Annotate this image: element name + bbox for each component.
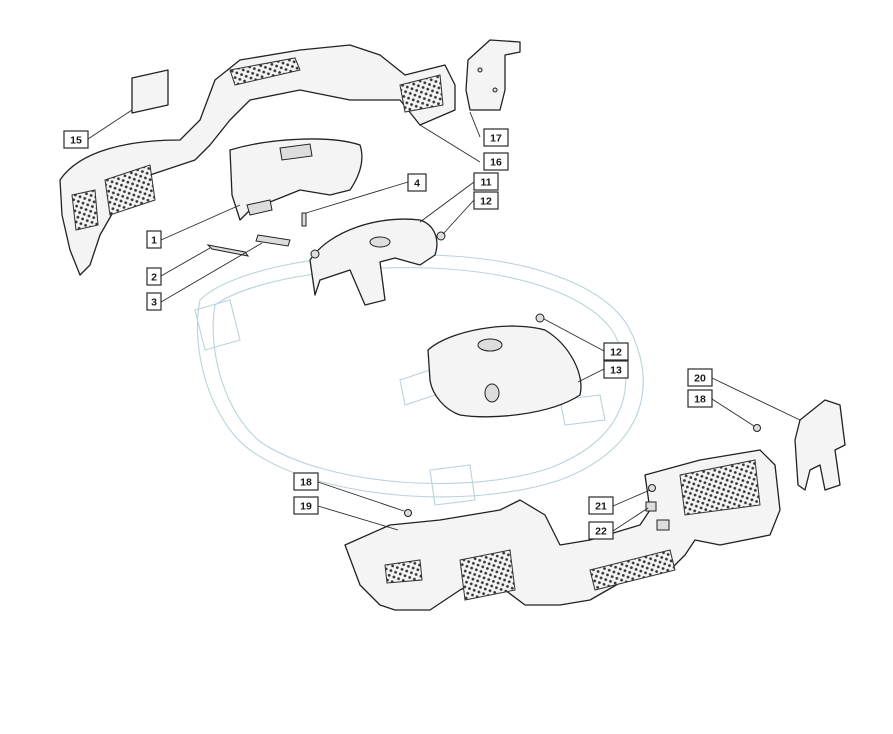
callout-21: 21	[588, 496, 614, 515]
svg-text:12: 12	[610, 347, 622, 359]
svg-text:20: 20	[694, 373, 706, 385]
callout-18-right: 18	[687, 389, 713, 408]
callout-17: 17	[483, 128, 509, 147]
leader-lines	[87, 109, 801, 532]
callout-labels: 1 2 3 4 11 12 12 13 15 16 17 18 18 19 20…	[63, 128, 713, 540]
callout-22: 22	[588, 521, 614, 540]
svg-text:21: 21	[595, 501, 607, 513]
hinge-rod-part	[206, 244, 250, 257]
callout-4: 4	[407, 173, 427, 192]
svg-text:4: 4	[414, 178, 420, 190]
svg-text:3: 3	[151, 297, 157, 309]
svg-text:12: 12	[480, 196, 492, 208]
pin-part	[301, 212, 307, 227]
svg-text:16: 16	[490, 157, 502, 169]
svg-text:2: 2	[151, 272, 157, 284]
rear-flap-part	[229, 138, 363, 221]
callout-2: 2	[146, 267, 162, 286]
callout-16: 16	[483, 152, 509, 171]
callout-1: 1	[146, 230, 162, 249]
upper-cover-part	[309, 218, 438, 306]
svg-text:22: 22	[595, 526, 607, 538]
clip-part	[645, 484, 670, 531]
rear-screw-part	[404, 424, 761, 517]
callout-11: 11	[473, 172, 499, 191]
svg-text:18: 18	[300, 477, 312, 489]
callout-19: 19	[293, 496, 319, 515]
callout-12-upper: 12	[473, 191, 499, 210]
svg-text:13: 13	[610, 365, 622, 377]
svg-text:18: 18	[694, 394, 706, 406]
callout-3: 3	[146, 292, 162, 311]
svg-text:19: 19	[300, 501, 312, 513]
svg-text:11: 11	[480, 177, 491, 189]
callout-13: 13	[603, 360, 629, 379]
rear-frame-part	[59, 44, 456, 276]
front-bracket-part	[794, 399, 846, 491]
spring-part	[255, 234, 291, 247]
callout-12-lower: 12	[603, 342, 629, 361]
front-frame-part	[344, 449, 781, 611]
callout-15: 15	[63, 130, 89, 149]
callout-20: 20	[687, 368, 713, 387]
svg-text:1: 1	[151, 235, 157, 247]
svg-text:15: 15	[70, 135, 82, 147]
label-plate-part	[131, 69, 169, 114]
hinge-bracket-part	[465, 39, 521, 111]
callout-18-left: 18	[293, 472, 319, 491]
svg-text:17: 17	[490, 133, 502, 145]
motor-cover-part	[427, 325, 582, 418]
